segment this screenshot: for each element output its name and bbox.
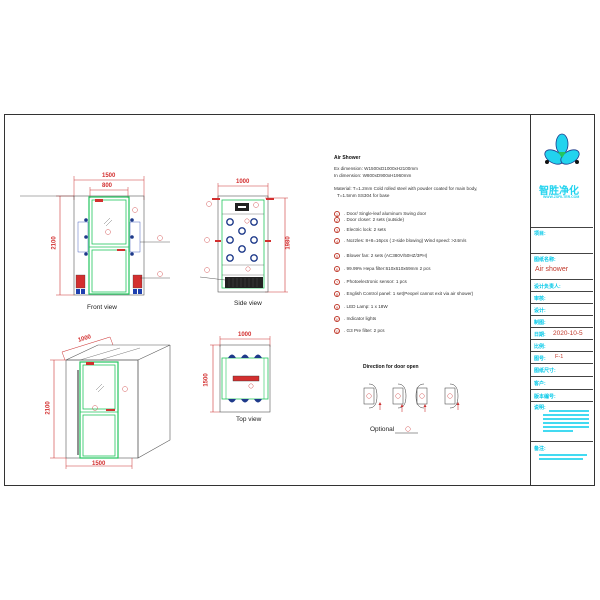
title-block: 智胜净化 WWW.ZSFILTER.COM 项目: 图纸名称: Air show… xyxy=(530,114,593,486)
spec-item: 8. English Control panel: 1 set(Peopel c… xyxy=(334,291,474,297)
tb-row-design: 设计: xyxy=(531,303,593,315)
tb-row-remarks: 备注: xyxy=(531,441,593,485)
description-text-block xyxy=(549,410,589,412)
door-direction-title: Direction for door open xyxy=(363,364,419,370)
tb-row-description: 说明: xyxy=(531,401,593,441)
description-text-block xyxy=(543,422,589,424)
front-width-door-dim: 800 xyxy=(102,183,113,189)
spec-ex-dimension: Ex dimension: W1500xD1000xH2100mm xyxy=(334,166,419,171)
top-view-label: Top view xyxy=(236,416,262,423)
drawing-name-value: Air shower xyxy=(535,266,569,273)
spec-material-2: T=1.5mm SS304 for base xyxy=(337,193,390,198)
spec-item: 11. G3 Pre filter: 2 pcs xyxy=(334,328,385,334)
tb-row-review: 审核: xyxy=(531,291,593,303)
optional-label: Optional xyxy=(370,426,395,433)
spec-item: 6. 99.99% Hepa filter:610x610x69mm 2 pcs xyxy=(334,266,431,272)
drawing-frame xyxy=(4,114,595,486)
tb-row-date: 日期: 2020-10-5 xyxy=(531,327,593,339)
spec-in-dimension: In dimension: W800xD900xH1960mm xyxy=(334,173,412,178)
drawing-no-value: F-1 xyxy=(555,354,564,360)
tb-row-drawing-no: 图号: F-1 xyxy=(531,351,593,363)
iso-width-dim: 1500 xyxy=(92,461,106,467)
spec-material-1: Material: T=1.2mm Cold rolled steel with… xyxy=(334,186,478,191)
spec-item: 4. Nozzles: 8+8=16pcs ( 2-side blowing) … xyxy=(334,238,467,244)
spec-item: 1. Door/ Single-leaf aluminum Swing door xyxy=(334,211,427,217)
spec-item: 9. LED Lamp: 1 x 18W xyxy=(334,304,388,310)
spec-item: 7. Photoelectronic sensor: 1 pcs xyxy=(334,279,407,285)
spec-item: 5. Blower fan: 2 sets (AC380V/50HZ/3PH) xyxy=(334,253,428,259)
tb-row-designer-lead: 设计负责人: xyxy=(531,279,593,291)
company-logo-icon xyxy=(544,133,580,165)
side-view-label: Side view xyxy=(234,300,262,307)
description-text-block xyxy=(543,414,589,416)
tb-row-client: 客户: xyxy=(531,376,593,389)
description-text-block xyxy=(543,418,589,420)
tb-row-scale: 比例: xyxy=(531,339,593,351)
tb-row-drafting: 制图: xyxy=(531,315,593,327)
tb-row-version: 版本编号: xyxy=(531,389,593,401)
remarks-text-block xyxy=(539,458,583,460)
tb-row-project: 项目: xyxy=(531,227,593,253)
tb-row-drawing-name: 图纸名称: Air shower xyxy=(531,253,593,279)
side-width-dim: 1000 xyxy=(236,179,250,185)
description-text-block xyxy=(543,426,589,428)
spec-title: Air Shower xyxy=(334,155,361,161)
company-name: 智胜净化 xyxy=(539,186,579,197)
spec-item: 2. Door closer: 2 sets (outside) xyxy=(334,217,404,223)
front-view-label: Front view xyxy=(87,304,117,311)
spec-item: 10. Indicator lights xyxy=(334,316,377,322)
spec-item: 3. Electric lock: 2 sets xyxy=(334,227,386,233)
front-width-outer-dim: 1500 xyxy=(102,173,116,179)
company-website: WWW.ZSFILTER.COM xyxy=(543,195,580,199)
remarks-text-block xyxy=(539,454,587,456)
date-value: 2020-10-5 xyxy=(553,330,583,337)
top-width-dim: 1000 xyxy=(238,332,252,338)
tb-row-sheet-size: 图纸尺寸: xyxy=(531,363,593,376)
description-text-block xyxy=(543,430,573,432)
